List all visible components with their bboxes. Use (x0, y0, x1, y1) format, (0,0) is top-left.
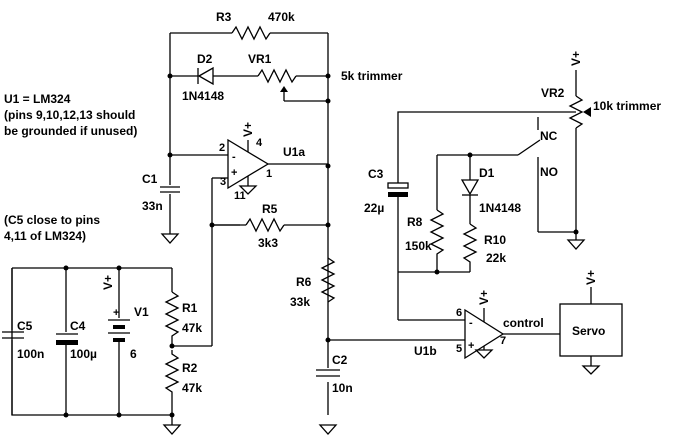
resistor-r10 (462, 223, 478, 272)
resistor-r2 (164, 350, 180, 395)
r5-value: 3k3 (258, 236, 278, 250)
opamp-u1b (464, 308, 560, 360)
resistor-r3 (231, 25, 271, 41)
d2-ref: D2 (197, 52, 213, 66)
note-c5-line1: (C5 close to pins (4, 213, 100, 227)
c5-ref: C5 (17, 319, 33, 333)
r3-value: 470k (268, 10, 295, 24)
r10-ref: R10 (484, 233, 506, 247)
trimmer-vr1 (257, 68, 297, 84)
note-u1-line3: be grounded if unused) (4, 124, 137, 138)
u1a-pin3: 3 (220, 176, 226, 188)
vr1-ref: VR1 (248, 52, 272, 66)
wire-c3-top (397, 111, 576, 183)
u1a-pin4: 4 (256, 137, 263, 149)
c4-ref: C4 (70, 319, 86, 333)
u1a-ref: U1a (283, 145, 305, 159)
v1-vplus-label: V+ (101, 275, 115, 290)
v1-ref: V1 (134, 305, 149, 319)
u1b-pin5: 5 (456, 343, 462, 355)
d2-value: 1N4148 (182, 89, 224, 103)
switch-nc-label: NC (540, 129, 558, 143)
vr2-ref: VR2 (541, 86, 565, 100)
r1-value: 47k (182, 321, 202, 335)
r1-ref: R1 (182, 301, 198, 315)
resistor-r6 (320, 257, 336, 303)
u1b-vplus-label: V+ (477, 290, 491, 305)
capacitor-c3 (387, 182, 409, 197)
diode-d1 (460, 179, 480, 196)
v1-plus: + (113, 307, 119, 319)
u1b-ref: U1b (414, 344, 437, 358)
r10-value: 22k (486, 251, 506, 265)
u1a-vplus-label: V+ (241, 122, 255, 137)
capacitor-c4 (56, 268, 78, 415)
r2-ref: R2 (182, 361, 198, 375)
r6-value: 33k (290, 295, 310, 309)
resistor-r5 (245, 217, 285, 233)
opamp-u1a (170, 138, 328, 195)
note-u1-line2: (pins 9,10,12,13 should (4, 108, 135, 122)
d1-ref: D1 (479, 166, 495, 180)
c2-value: 10n (332, 381, 353, 395)
ground-symbol-servo (581, 365, 601, 375)
capacitor-c1 (160, 33, 180, 244)
r6-ref: R6 (296, 275, 312, 289)
u1b-pin6: 6 (456, 307, 462, 319)
servo-vplus-label: V+ (584, 270, 598, 285)
u1a-pin11: 11 (234, 190, 246, 202)
u1a-plus: + (231, 167, 237, 179)
diode-d2 (197, 66, 214, 86)
u1b-minus: - (469, 317, 473, 329)
note-u1-line1: U1 = LM324 (4, 92, 71, 106)
c3-ref: C3 (368, 167, 384, 181)
c1-ref: C1 (142, 172, 158, 186)
vr2-wiper (583, 107, 591, 117)
c3-value: 22µ (364, 201, 384, 215)
c2-ref: C2 (332, 353, 348, 367)
ground-symbol-left (162, 424, 182, 435)
u1a-minus: - (232, 151, 236, 163)
u1a-pin1: 1 (266, 168, 272, 180)
trimmer-vr2 (568, 95, 584, 129)
note-c5-line2: 4,11 of LM324) (4, 229, 86, 243)
vr2-vplus-label: V+ (569, 51, 583, 66)
ground-symbol-vr2 (566, 239, 586, 250)
r8-ref: R8 (407, 215, 423, 229)
capacitor-c5 (2, 268, 24, 415)
c4-value: 100µ (70, 347, 97, 361)
u1b-pin7: 7 (500, 335, 506, 347)
r3-ref: R3 (216, 10, 232, 24)
r5-ref: R5 (262, 202, 278, 216)
c5-value: 100n (17, 347, 44, 361)
ground-symbol-c2 (318, 424, 338, 435)
v1-value: 6 (130, 347, 137, 361)
control-net-label: control (503, 316, 544, 330)
servo-box (559, 303, 623, 357)
u1a-pin2: 2 (219, 142, 225, 154)
d1-value: 1N4148 (479, 201, 521, 215)
r8-value: 150k (405, 239, 432, 253)
switch-contact (517, 139, 541, 156)
battery-v1 (108, 268, 130, 415)
resistor-r8 (429, 209, 445, 272)
resistor-r1 (164, 291, 180, 340)
vr1-value: 5k trimmer (341, 69, 403, 83)
switch-no-label: NO (540, 165, 558, 179)
u1b-plus: + (468, 340, 474, 352)
r2-value: 47k (182, 381, 202, 395)
vr2-value: 10k trimmer (593, 99, 661, 113)
servo-label: Servo (572, 324, 605, 338)
c1-value: 33n (142, 199, 163, 213)
